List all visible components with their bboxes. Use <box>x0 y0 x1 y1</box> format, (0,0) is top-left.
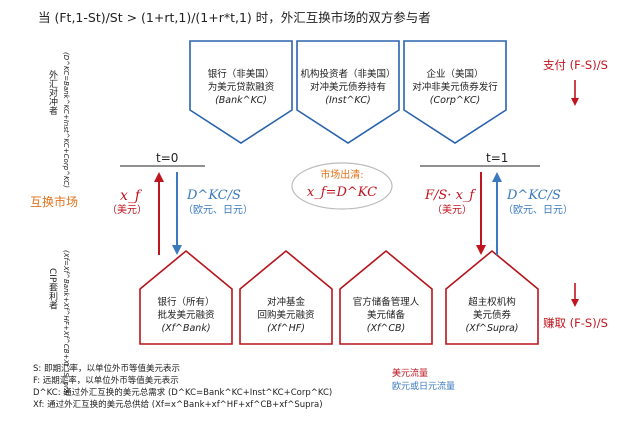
right-other: （欧元、日元） <box>503 205 573 216</box>
right-dkc: D^KC/S <box>507 188 561 203</box>
legend: S: 即期汇率，以单位外币等值美元表示 F: 远期汇率，以单位外币等值美元表示 … <box>33 363 332 411</box>
arbs-label: CIP套利者 <box>47 268 57 310</box>
arrowhead-red-down-right <box>476 245 486 255</box>
arb-box-hf <box>239 249 333 345</box>
t0-label: t=0 <box>156 151 179 165</box>
hedger-box-corp <box>403 40 507 144</box>
legend-line: S: 即期汇率，以单位外币等值美元表示 <box>33 364 180 374</box>
page-title: 当 (Ft,1-St)/St > (1+rt,1)/(1+r*t,1) 时，外汇… <box>38 10 431 25</box>
left-usd: （美元） <box>107 205 147 216</box>
legend-line: Xf: 通过外汇互换的美元总供给 (Xf=x^Bank+xf^HF+xf^CB+… <box>33 400 323 410</box>
right-fs: F/S· x_f <box>425 188 475 203</box>
hedger-box-inst <box>296 40 400 144</box>
arrowhead-red-up-left <box>154 172 164 182</box>
hedgers-label: 外汇对冲者 <box>47 70 57 115</box>
t1-label: t=1 <box>486 151 509 165</box>
flow-legend-usd: 美元流量 <box>392 369 429 379</box>
legend-line: D^KC: 通过外汇互换的美元总需求 (D^KC=Bank^KC+Inst^KC… <box>33 388 333 398</box>
flow-legend-other: 欧元或日元流量 <box>392 382 456 392</box>
hedger-bank-text: 银行（非美国）为美元贷款融资(Bank^KC) <box>207 69 275 106</box>
earn-arrowhead <box>571 299 579 307</box>
arb-box-cb <box>339 249 433 345</box>
arb-bank-text: 银行（所有）批发美元融资(Xf^Bank) <box>157 297 215 334</box>
legend-line: F: 远期汇率，以单位外币等值美元表示 <box>33 376 179 386</box>
clearing-eq: x_f=D^KC <box>306 185 378 200</box>
arrowhead-blue-down-left <box>172 245 182 255</box>
right-usd: （美元） <box>432 205 472 216</box>
arb-cb-text: 官方储备管理人美元储备(Xf^CB) <box>352 297 420 334</box>
hedger-box-bank <box>189 40 293 144</box>
arb-box-supra <box>445 249 539 345</box>
pay-arrowhead <box>571 98 579 106</box>
pay-label: 支付 (F-S)/S <box>543 58 608 72</box>
market-label: 互换市场 <box>30 195 79 209</box>
arb-hf-text: 对冲基金回购美元融资(Xf^HF) <box>257 297 315 334</box>
clearing-ellipse <box>291 162 393 210</box>
left-other: （欧元、日元） <box>183 205 253 216</box>
arb-box-bank <box>139 249 233 345</box>
hedgers-formula: (D^KC=Bank^KC+Inst^KC+Corp^KC) <box>62 52 70 189</box>
hedger-corp-text: 企业（美国）对冲非美元债券发行(Corp^KC) <box>412 69 498 106</box>
left-xf: x_f <box>120 188 141 204</box>
arbs-formula: (Xf=Xf^Bank+Xf^HF+Xf^CB+Xf^Supra) <box>62 250 70 396</box>
arb-supra-text: 超主权机构美元债券(Xf^Supra) <box>465 297 519 334</box>
hedger-inst-text: 机构投资者（非美国）对冲美元债券持有(Inst^KC) <box>300 69 396 106</box>
clearing-title: 市场出清: <box>320 170 364 181</box>
left-dkc: D^KC/S <box>187 188 241 203</box>
earn-label: 赚取 (F-S)/S <box>543 316 608 330</box>
arrowhead-blue-up-right <box>492 172 502 182</box>
